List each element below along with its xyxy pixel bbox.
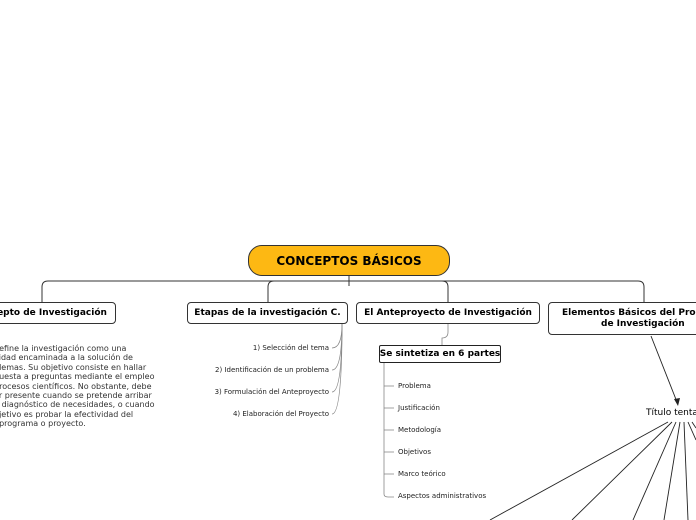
sintetiza-node[interactable]: Se sintetiza en 6 partes xyxy=(379,345,501,363)
etapa-item[interactable]: 4) Elaboración del Proyecto xyxy=(232,410,329,418)
branch-anteproyecto-label: El Anteproyecto de Investigación xyxy=(364,307,532,318)
parte-item[interactable]: Aspectos administrativos xyxy=(398,492,487,500)
concepto-description: define la investigación como una vidad e… xyxy=(0,344,155,429)
branch-anteproyecto[interactable]: El Anteproyecto de Investigación xyxy=(356,302,540,324)
central-topic-label: CONCEPTOS BÁSICOS xyxy=(276,253,422,268)
sintetiza-label: Se sintetiza en 6 partes xyxy=(379,348,501,359)
branch-elementos[interactable]: Elementos Básicos del Pro de Investigaci… xyxy=(548,302,696,335)
branch-concepto-label: epto de Investigación xyxy=(0,307,107,318)
parte-item[interactable]: Objetivos xyxy=(398,448,431,456)
central-topic[interactable]: CONCEPTOS BÁSICOS xyxy=(248,245,450,276)
branch-elementos-label-line1: Elementos Básicos del Pro xyxy=(562,307,696,318)
parte-item[interactable]: Justificación xyxy=(398,404,440,412)
parte-item[interactable]: Marco teórico xyxy=(398,470,446,478)
etapa-item[interactable]: 2) Identificación de un problema xyxy=(215,366,329,374)
parte-item[interactable]: Problema xyxy=(398,382,431,390)
etapa-item[interactable]: 1) Selección del tema xyxy=(252,344,329,352)
branch-etapas-label: Etapas de la investigación C. xyxy=(194,307,341,318)
titulo-tentativo-node[interactable]: Título tenta xyxy=(646,408,696,418)
branch-concepto[interactable]: epto de Investigación xyxy=(0,302,116,324)
etapa-item[interactable]: 3) Formulación del Anteproyecto xyxy=(214,388,329,396)
parte-item[interactable]: Metodología xyxy=(398,426,442,434)
branch-elementos-label-line2: de Investigación xyxy=(601,318,685,329)
branch-etapas[interactable]: Etapas de la investigación C. xyxy=(187,302,348,324)
